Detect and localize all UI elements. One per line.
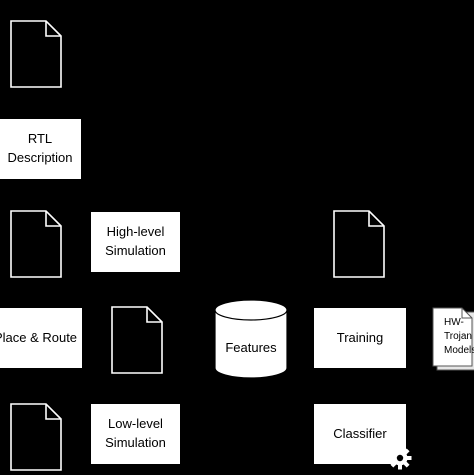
classifier-box: Classifier (313, 403, 407, 465)
document-icon (111, 306, 163, 374)
document-icon (333, 210, 385, 278)
training-label: Training (336, 329, 384, 345)
document-icon (10, 403, 62, 471)
training-box: Training (313, 307, 407, 369)
place-and-route-box: Place & Route (0, 307, 83, 369)
document-stack-icon (432, 307, 474, 371)
place-and-route-label: Place & Route (0, 329, 78, 345)
hw-trojan-models-document (432, 306, 474, 372)
database-cylinder-icon (214, 299, 288, 379)
gear-icon[interactable] (388, 446, 412, 470)
features-database: Features (213, 298, 289, 380)
document-icon (10, 20, 62, 88)
high-level-simulation-box: High-level Simulation (90, 211, 181, 273)
low-level-simulation-label: Low-level Simulation (105, 416, 166, 450)
low-level-simulation-box: Low-level Simulation (90, 403, 181, 465)
high-level-simulation-label: High-level Simulation (105, 224, 166, 258)
rtl-description-label: RTL Description (7, 131, 73, 165)
classifier-label: Classifier (333, 425, 387, 441)
rtl-description-box: RTL Description (0, 118, 82, 180)
document-icon (10, 210, 62, 278)
hw-trojan-models-label: HW- Trojan Models (444, 317, 474, 356)
features-label: Features (225, 340, 277, 355)
